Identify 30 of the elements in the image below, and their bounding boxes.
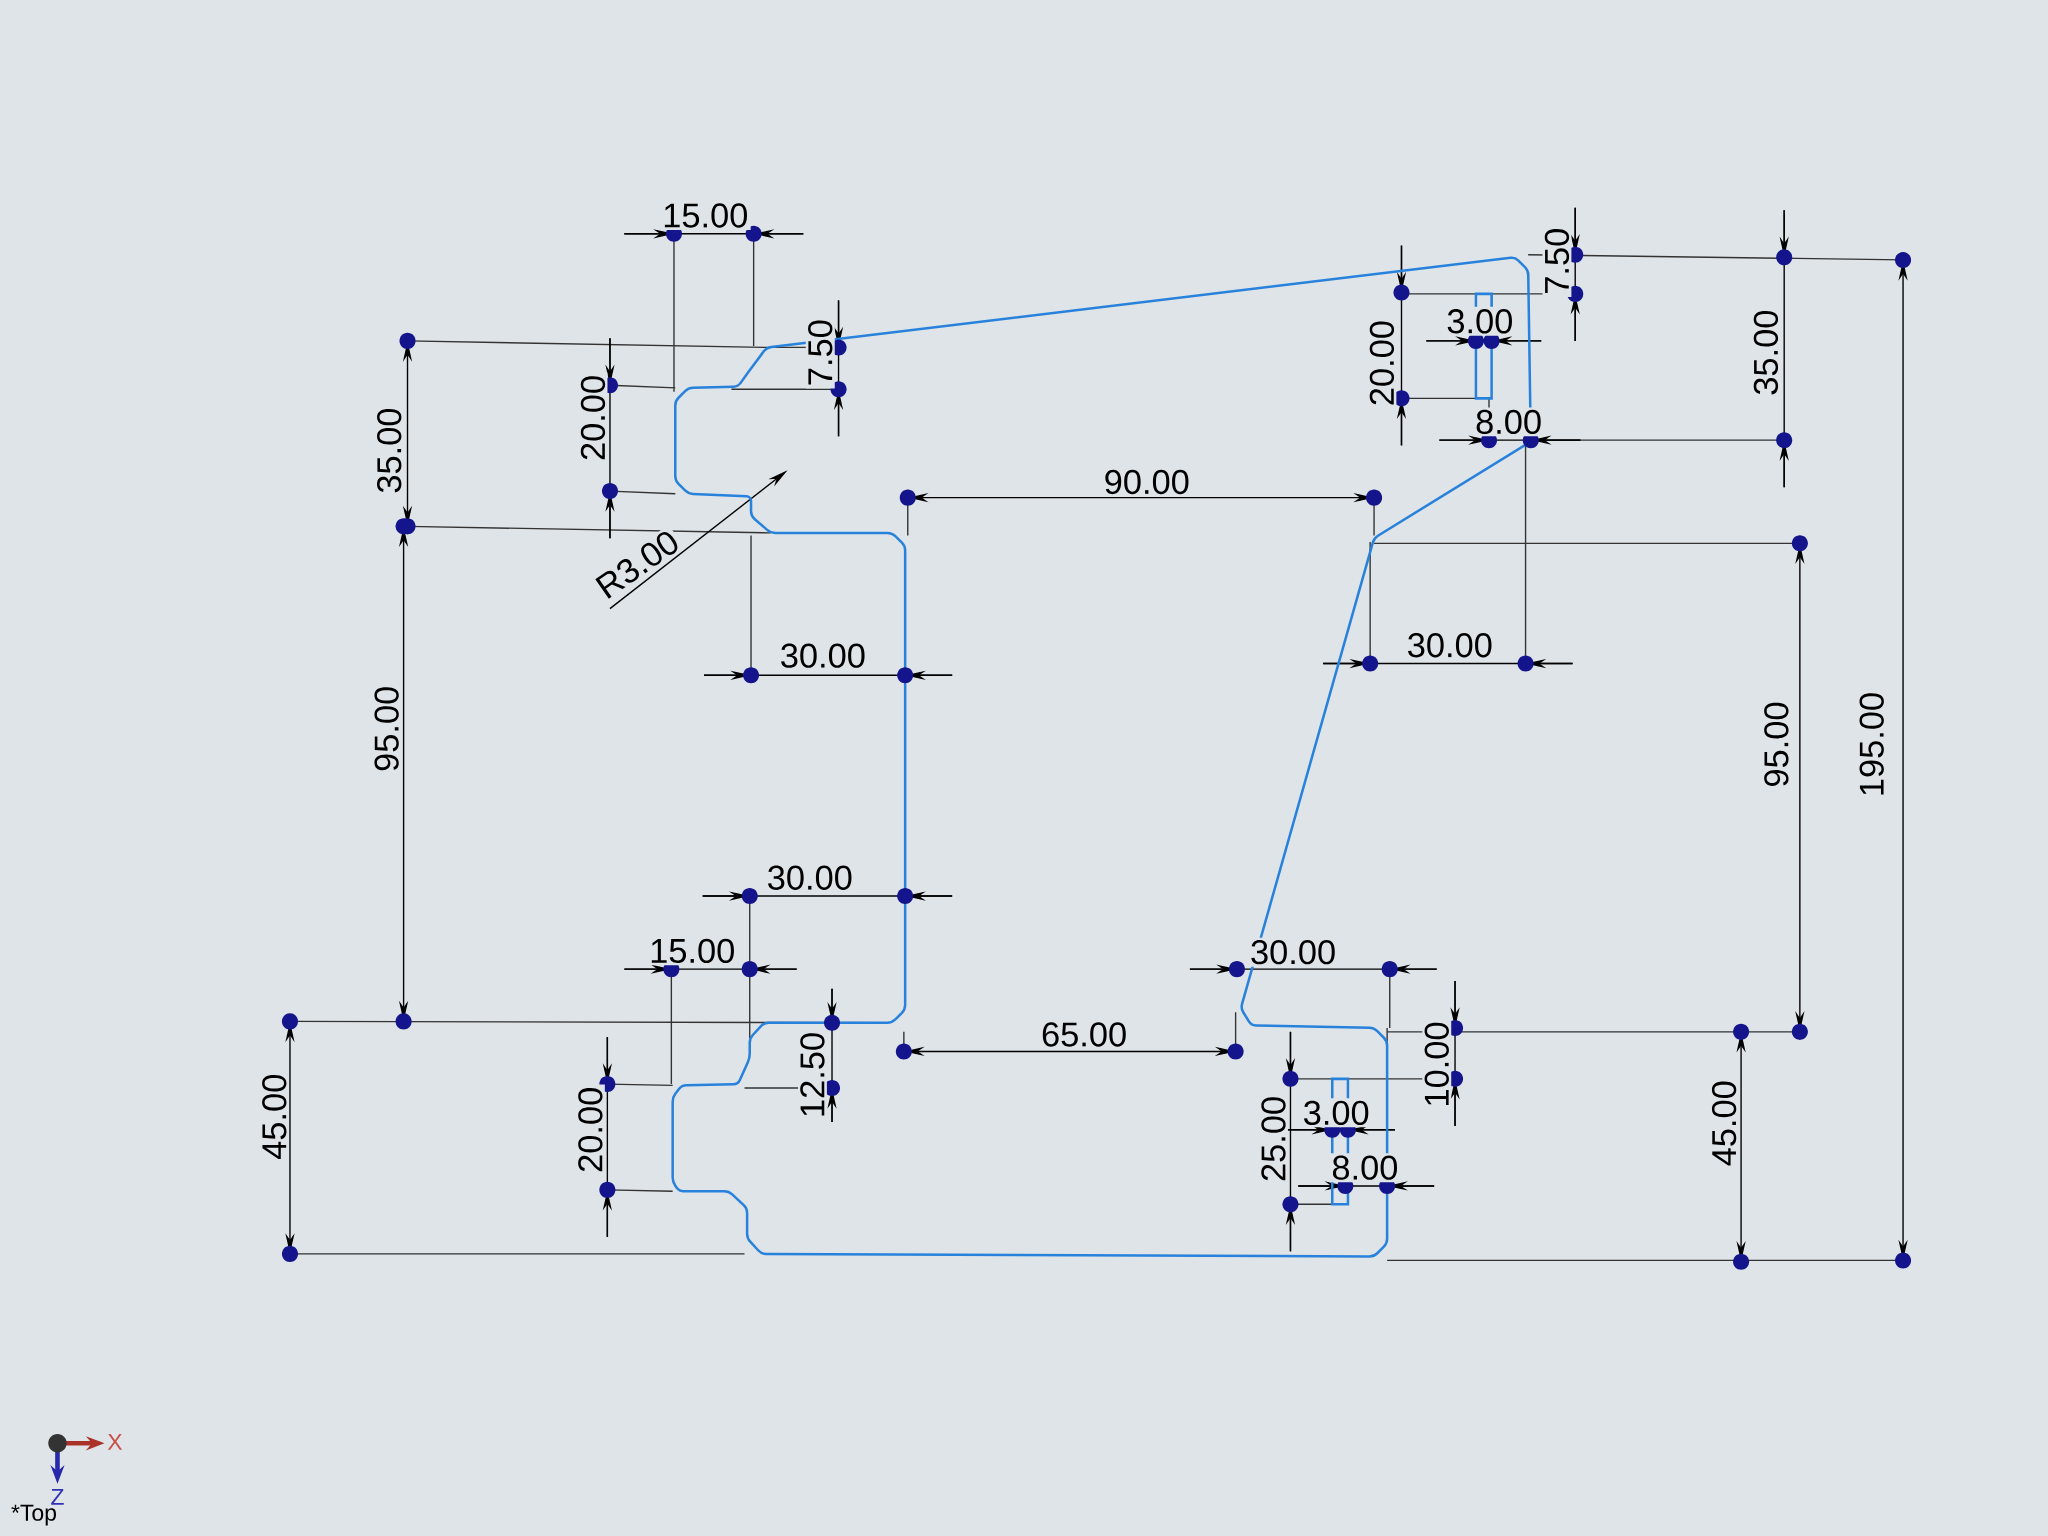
dimension-label: 65.00 [1038,1020,1130,1049]
dimension-label: 95.00 [1761,699,1791,790]
dimension-label: 30.00 [764,863,856,893]
dimension-label: 45.00 [1709,1077,1739,1169]
dimension-label: 8.00 [1472,407,1545,437]
dimension-label: 20.00 [578,372,608,464]
axis-label: Z [51,1488,64,1505]
dimension-label: 20.00 [1367,317,1397,409]
dimension-label: 7.50 [805,316,835,389]
dimension-label: 195.00 [1857,689,1887,800]
dimension-label: 3.00 [1300,1098,1372,1128]
dimension-label: 30.00 [1247,937,1339,967]
dimension-label: 30.00 [777,641,869,671]
dimension-label: 35.00 [1751,307,1781,398]
view-label: *Top [11,1504,56,1526]
dimension-label: 7.50 [1542,225,1572,297]
dimension-label: 15.00 [659,201,751,230]
dimension-label: 8.00 [1329,1153,1401,1183]
dimension-label: 20.00 [575,1084,605,1176]
axis-label: X [107,1434,123,1450]
dimension-label: 45.00 [259,1071,289,1163]
dimension-label: 12.50 [797,1029,827,1121]
dimension-label: 15.00 [646,936,738,966]
dimension-label: 3.00 [1444,306,1516,336]
dimension-label: 10.00 [1422,1019,1452,1110]
dimension-label: 90.00 [1101,467,1193,497]
dimension-label: 25.00 [1259,1093,1288,1185]
dimension-label: 95.00 [372,683,402,775]
dimension-label: 35.00 [374,405,404,496]
dimension-label: 30.00 [1404,630,1496,660]
